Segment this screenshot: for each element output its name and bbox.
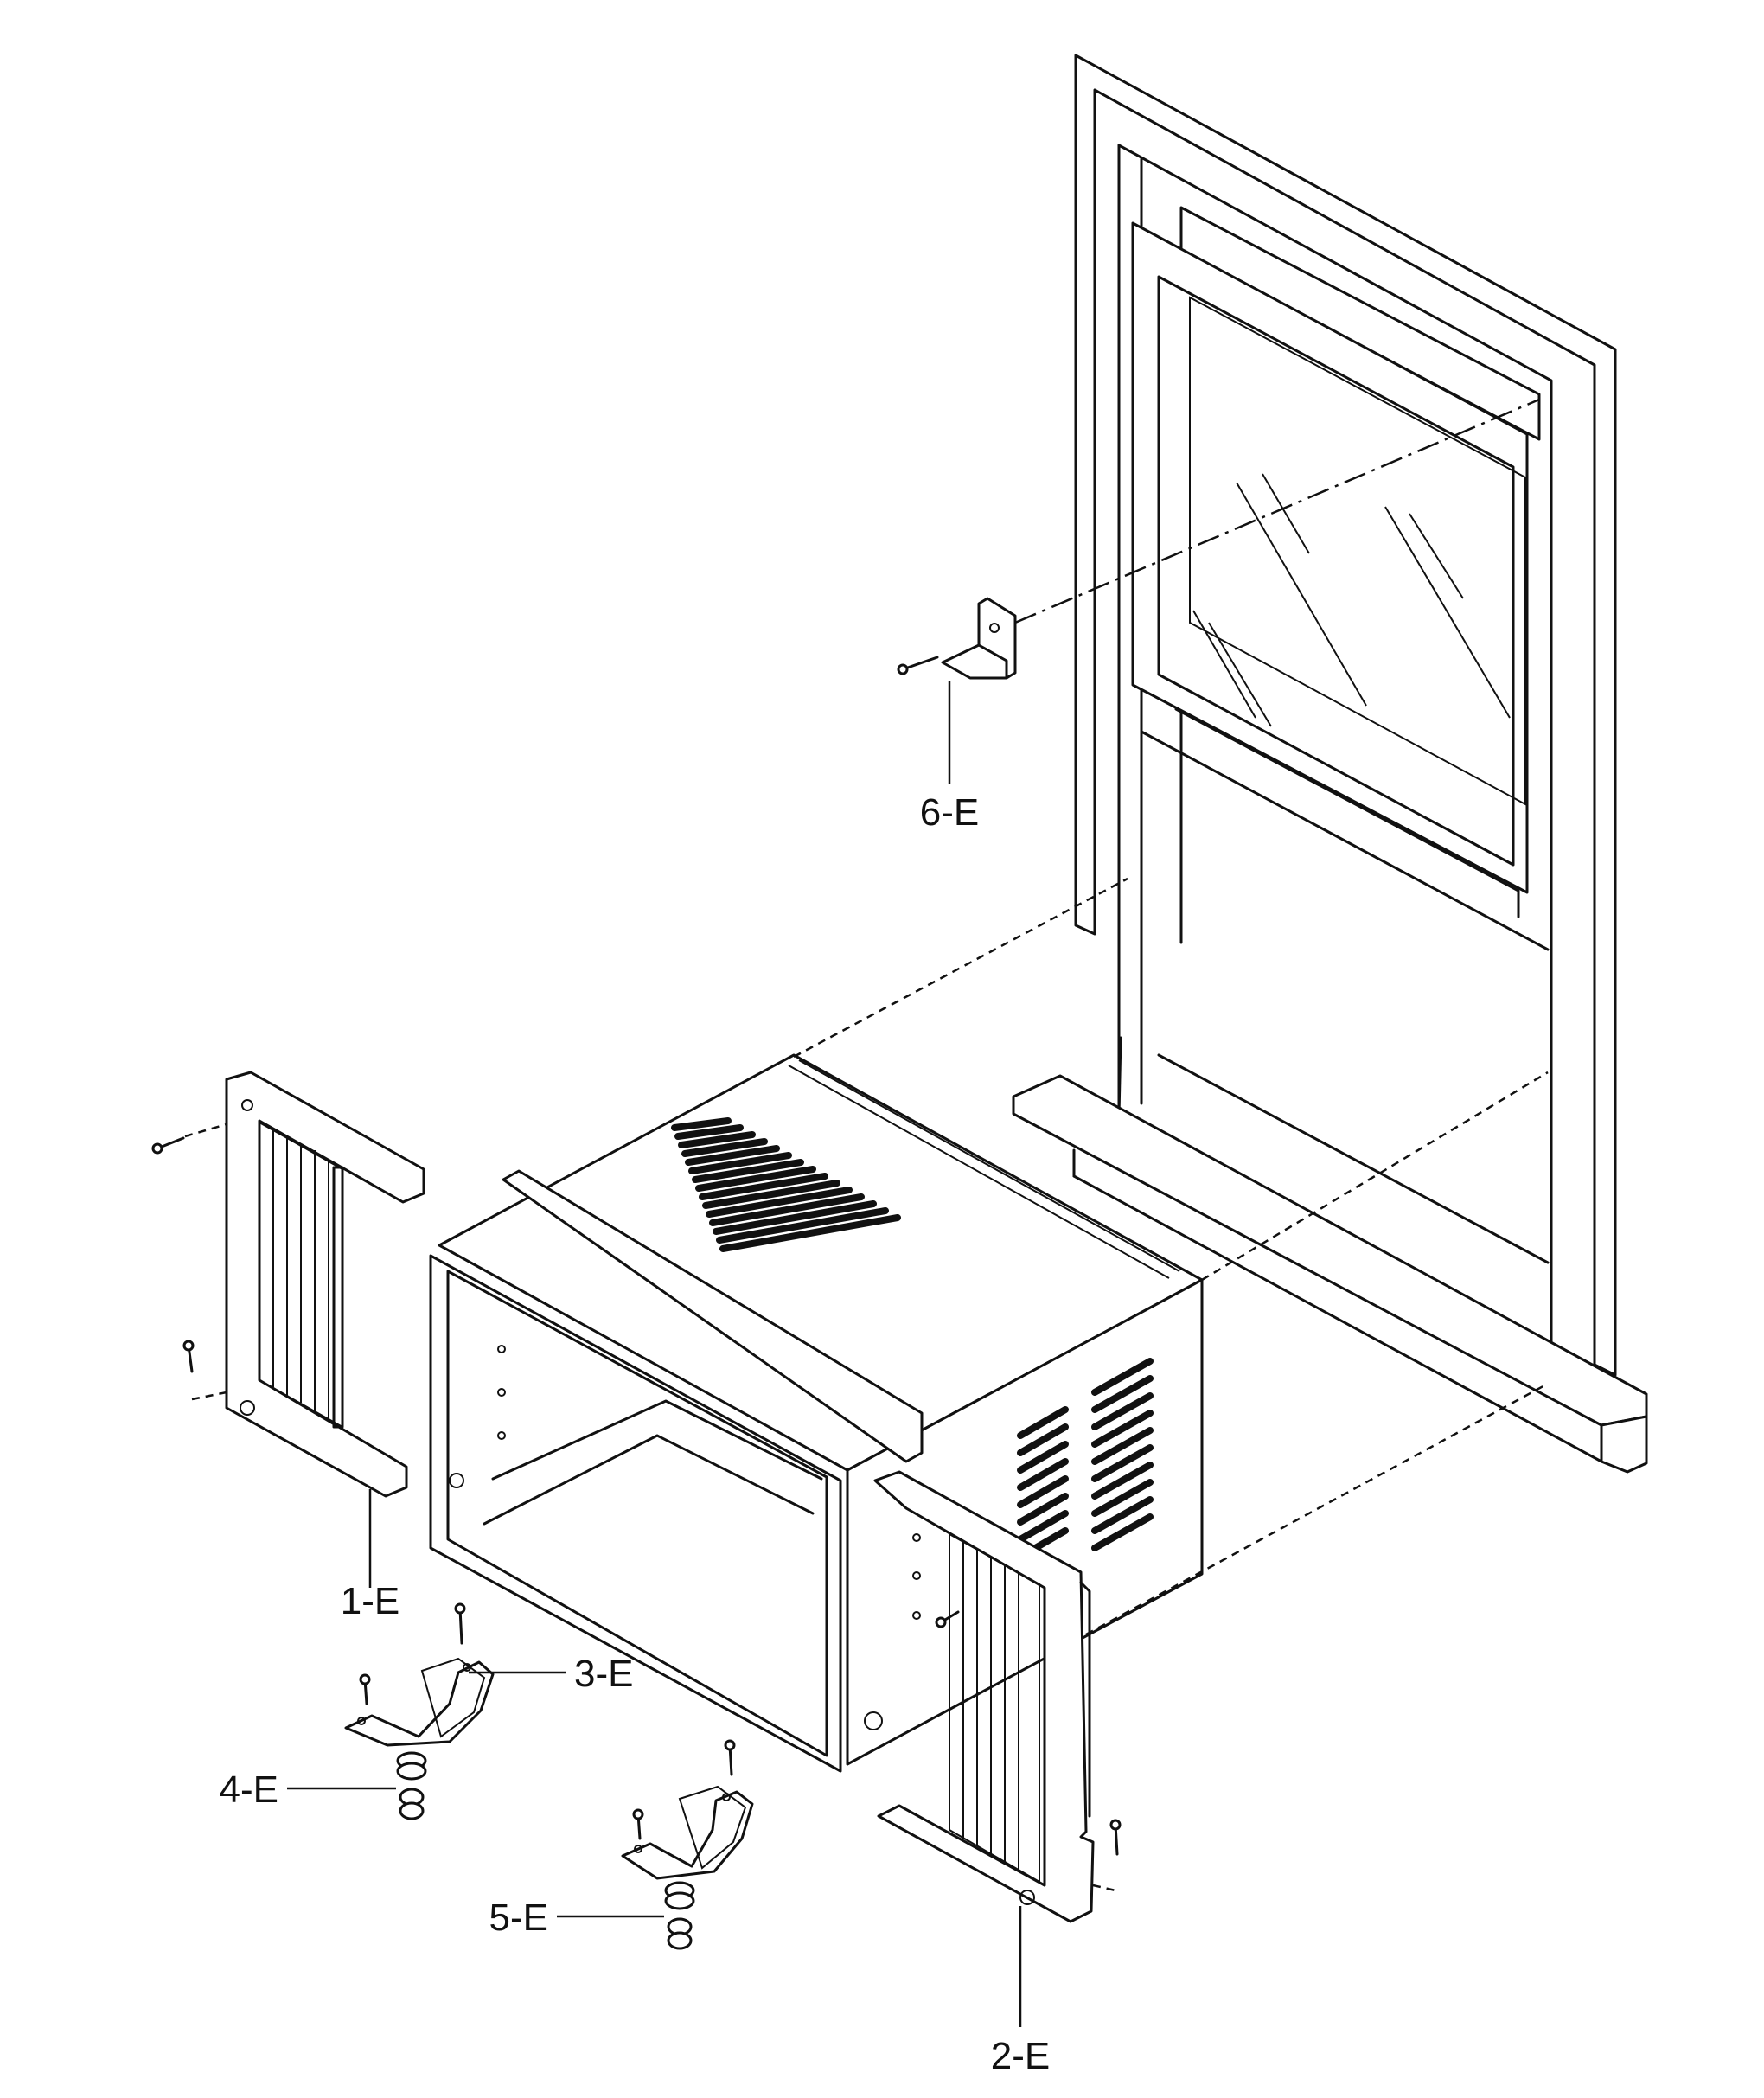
callout-label-4-E: 4-E (220, 1769, 278, 1811)
right-curtain-panel-icon (873, 1470, 1095, 1923)
support-bracket-icon (621, 1739, 754, 1950)
callout-label-1-E: 1-E (341, 1580, 399, 1622)
callout-leaders (287, 681, 1022, 2027)
window-frame-icon (1012, 54, 1648, 1474)
alignment-lines (184, 398, 1549, 1892)
ac-cabinet-icon (429, 1053, 1204, 1773)
callout-label-5-E: 5-E (489, 1897, 548, 1939)
callout-label-3-E: 3-E (574, 1653, 633, 1695)
screw-icon (935, 1610, 1122, 1856)
angle-bracket-icon (897, 597, 1017, 680)
support-bracket-icon (344, 1602, 495, 1820)
screw-icon (151, 1136, 195, 1373)
callout-label-2-E: 2-E (991, 2035, 1050, 2077)
callout-labels: 1-E 2-E 3-E 4-E 5-E 6-E (220, 791, 1051, 2077)
left-curtain-panel-icon (225, 1071, 425, 1498)
callout-label-6-E: 6-E (920, 791, 979, 834)
